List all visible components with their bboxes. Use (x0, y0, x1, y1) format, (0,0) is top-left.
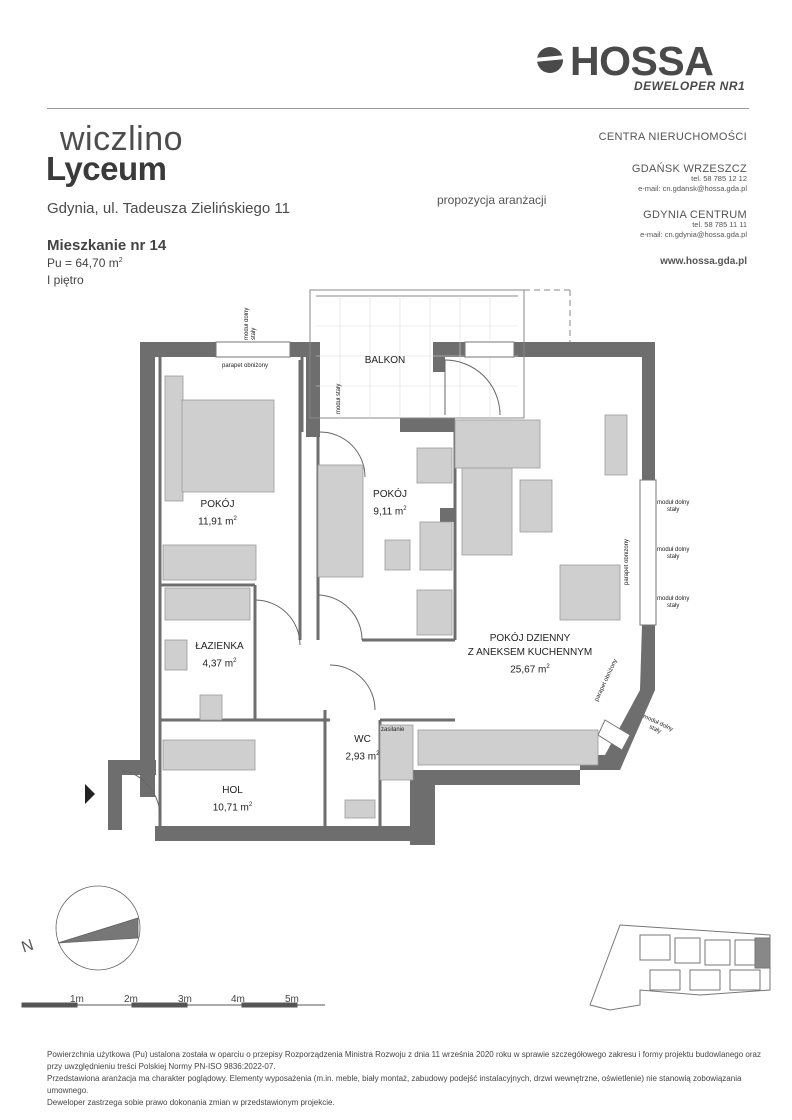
building-keyplan (589, 924, 771, 1011)
room-lazienka: ŁAZIENKA 4,37 m2 (195, 641, 244, 670)
footer-line-3: Deweloper zastrzega sobie prawo dokonani… (47, 1098, 335, 1107)
apartment-area: Pu = 64,70 m2 (47, 256, 123, 270)
room-wc: WC 2,93 m2 (345, 734, 380, 763)
room-pokoj-2: POKÓJ 9,11 m2 (373, 489, 407, 518)
label-zasilanie: zasilanie (381, 727, 405, 733)
footer-line-1: Powierzchnia użytkowa (Pu) ustalona zost… (47, 1050, 761, 1071)
apartment-floor: I piętro (47, 273, 84, 287)
apartment-title: Mieszkanie nr 14 (47, 237, 167, 254)
office2-tel: tel. 58 785 11 11 (692, 220, 747, 229)
office2-name: GDYNIA CENTRUM (643, 209, 747, 221)
label-parapet-1: parapet obniżony (222, 363, 269, 369)
logo-tagline: DEWELOPER NR1 (634, 79, 746, 93)
doors (121, 359, 501, 819)
hossa-logo-icon (534, 47, 566, 73)
office2-email[interactable]: e-mail: cn.gdynia@hossa.gda.pl (640, 230, 747, 239)
entrance-arrow-icon (85, 784, 95, 804)
scale-5m: 5m (285, 994, 299, 1005)
office1-tel: tel. 58 785 12 12 (691, 174, 747, 183)
logo-name: HOSSA (570, 38, 714, 84)
website-link[interactable]: www.hossa.gda.pl (660, 256, 747, 267)
label-parapet-2: parapet obniżony (624, 538, 630, 585)
header-divider (47, 108, 749, 109)
brand-line-1: wiczlino (60, 120, 184, 158)
label-modul-v2: moduł stały (336, 383, 342, 414)
label-modul-v1: moduł dolny stały (244, 307, 257, 340)
balcony-tiles (316, 296, 518, 418)
compass-icon (55, 885, 141, 971)
windows (215, 341, 657, 751)
scale-1m: 1m (70, 994, 84, 1005)
room-balkon: BALKON (364, 355, 406, 366)
scale-bar (21, 1002, 325, 1008)
address: Gdynia, ul. Tadeusza Zielińskiego 11 (47, 200, 290, 217)
contact-header: CENTRA NIERUCHOMOŚCI (598, 131, 747, 143)
furniture (162, 375, 628, 819)
scale-3m: 3m (178, 994, 192, 1005)
footer-line-2: Przedstawiona aranżacja ma charakter pog… (47, 1074, 742, 1095)
proposal-label: propozycja aranżacji (437, 193, 547, 207)
scale-4m: 4m (231, 994, 245, 1005)
room-pokoj-1: POKÓJ 11,91 m2 (198, 499, 237, 528)
brand-line-2: Lyceum (46, 150, 167, 187)
scale-2m: 2m (124, 994, 138, 1005)
balcony-outline (309, 289, 571, 419)
office1-email[interactable]: e-mail: cn.gdansk@hossa.gda.pl (638, 184, 747, 193)
room-pokoj-dzienny: POKÓJ DZIENNY Z ANEKSEM KUCHENNYM 25,67 … (467, 633, 593, 676)
footer-notes: Powierzchnia użytkowa (Pu) ustalona zost… (47, 1049, 767, 1109)
room-hol: HOL 10,71 m2 (212, 785, 253, 814)
office1-name: GDAŃSK WRZESZCZ (631, 163, 747, 175)
